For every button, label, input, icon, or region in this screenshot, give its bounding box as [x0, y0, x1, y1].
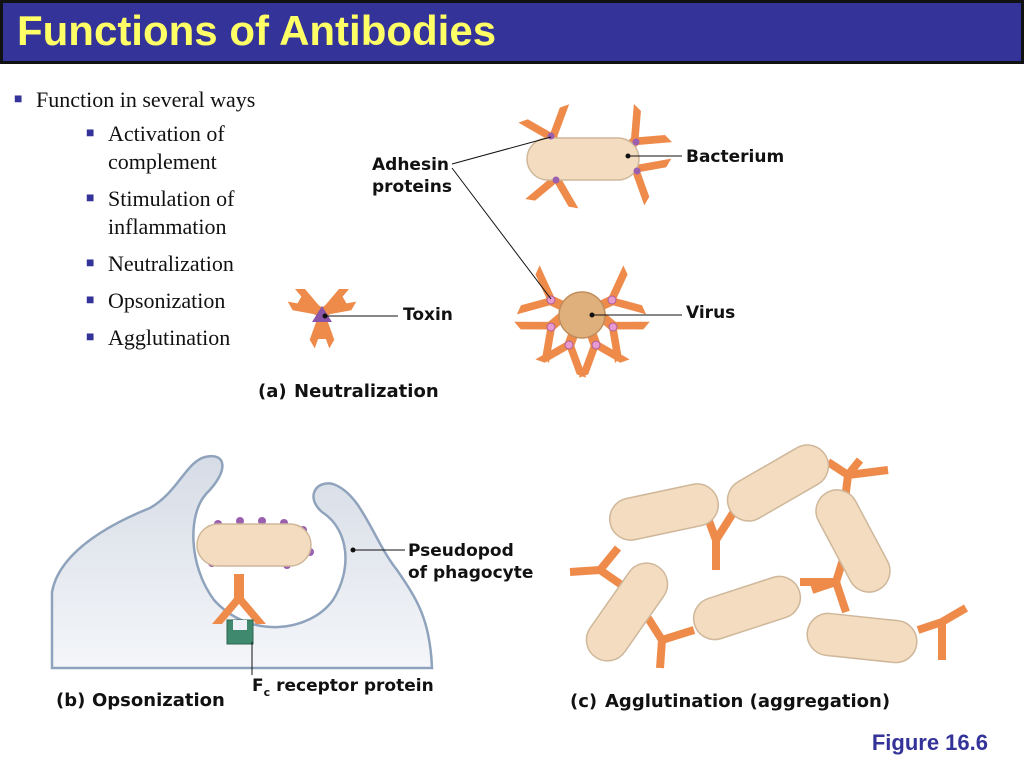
sub-bullet-inflammation: ■ Stimulation of inflammation — [36, 185, 314, 241]
sub-bullet-text: Agglutination — [108, 325, 231, 350]
viral-protein — [564, 340, 574, 350]
sub-bullet-text: complement — [108, 149, 217, 174]
bacterium-cell — [726, 444, 830, 522]
viral-protein — [591, 340, 601, 350]
adhesin-label: Adhesin — [372, 155, 449, 175]
adhesin-protein — [632, 138, 640, 146]
viral-protein — [546, 295, 556, 305]
bacterium-cell — [196, 523, 312, 567]
slide-title: Functions of Antibodies — [17, 7, 497, 54]
bacterium-cell — [585, 562, 669, 662]
fc-receptor-notch — [233, 620, 247, 630]
antibody-icon — [212, 574, 266, 624]
sub-bullet-agglutination: ■ Agglutination — [36, 324, 314, 352]
leader-lines-b — [251, 547, 405, 675]
virus-group — [514, 265, 650, 378]
caption-c-text: Agglutination (aggregation) — [605, 691, 890, 712]
pseudopod-label: Pseudopod — [408, 541, 514, 561]
leader-lines-a — [322, 136, 682, 319]
sub-bullet-text: Stimulation of — [108, 186, 235, 211]
fc-receptor-label: Fc receptor protein — [252, 676, 434, 699]
caption-c-letter: (c) — [570, 691, 597, 712]
figure-number: Figure 16.6 — [871, 730, 988, 755]
bacterium-cell — [692, 575, 802, 641]
toxin-group — [285, 276, 359, 349]
bullet-main: ■ Function in several ways ■ Activation … — [14, 86, 314, 352]
bacterium-cell — [608, 483, 720, 541]
bullet-marker-icon: ■ — [86, 256, 95, 271]
bacterium-cell — [815, 489, 891, 593]
bullet-list: ■ Function in several ways ■ Activation … — [14, 86, 314, 361]
bullet-marker-icon: ■ — [86, 293, 95, 308]
sub-bullet-opsonization: ■ Opsonization — [36, 287, 314, 315]
pseudopod-label: of phagocyte — [408, 563, 533, 583]
sub-bullet-complement: ■ Activation of complement — [36, 120, 314, 176]
bullet-marker-icon: ■ — [86, 126, 95, 141]
adhesin-protein — [552, 176, 560, 184]
virus-label: Virus — [686, 303, 735, 323]
antibody-icon — [569, 545, 622, 576]
adhesin-label: proteins — [372, 177, 452, 197]
adhesin-protein — [633, 167, 641, 175]
bullet-marker-icon: ■ — [86, 330, 95, 345]
toxin-label: Toxin — [403, 305, 453, 325]
adhesin-protein — [547, 132, 555, 140]
antibody-crosslinks — [569, 457, 969, 669]
viral-protein — [607, 295, 617, 305]
toxin-molecule — [312, 306, 332, 322]
title-bar: Functions of Antibodies — [0, 0, 1024, 64]
phagocyte-cell — [50, 454, 434, 670]
bullet-marker-icon: ■ — [14, 92, 23, 107]
viral-protein — [546, 322, 556, 332]
bacterium-group — [518, 103, 673, 209]
caption-a-letter: (a) — [258, 381, 287, 402]
bullet-main-text: Function in several ways — [36, 87, 256, 112]
sub-bullet-text: inflammation — [108, 214, 227, 239]
bacterium-label: Bacterium — [686, 147, 784, 167]
caption-b-letter: (b) — [56, 690, 85, 711]
bullet-marker-icon: ■ — [86, 191, 95, 206]
caption-b-text: Opsonization — [92, 690, 225, 711]
viral-protein — [608, 322, 618, 332]
sub-bullet-neutralization: ■ Neutralization — [36, 250, 314, 278]
caption-a-text: Neutralization — [294, 381, 439, 402]
sub-bullet-text: Neutralization — [108, 251, 234, 276]
sub-bullet-list: ■ Activation of complement ■ Stimulation… — [36, 120, 314, 352]
antibody-icon — [644, 615, 696, 645]
sub-bullet-text: Opsonization — [108, 288, 226, 313]
bacterium-cell — [806, 612, 918, 664]
sub-bullet-text: Activation of — [108, 121, 225, 146]
bacterium-cell — [526, 137, 640, 181]
